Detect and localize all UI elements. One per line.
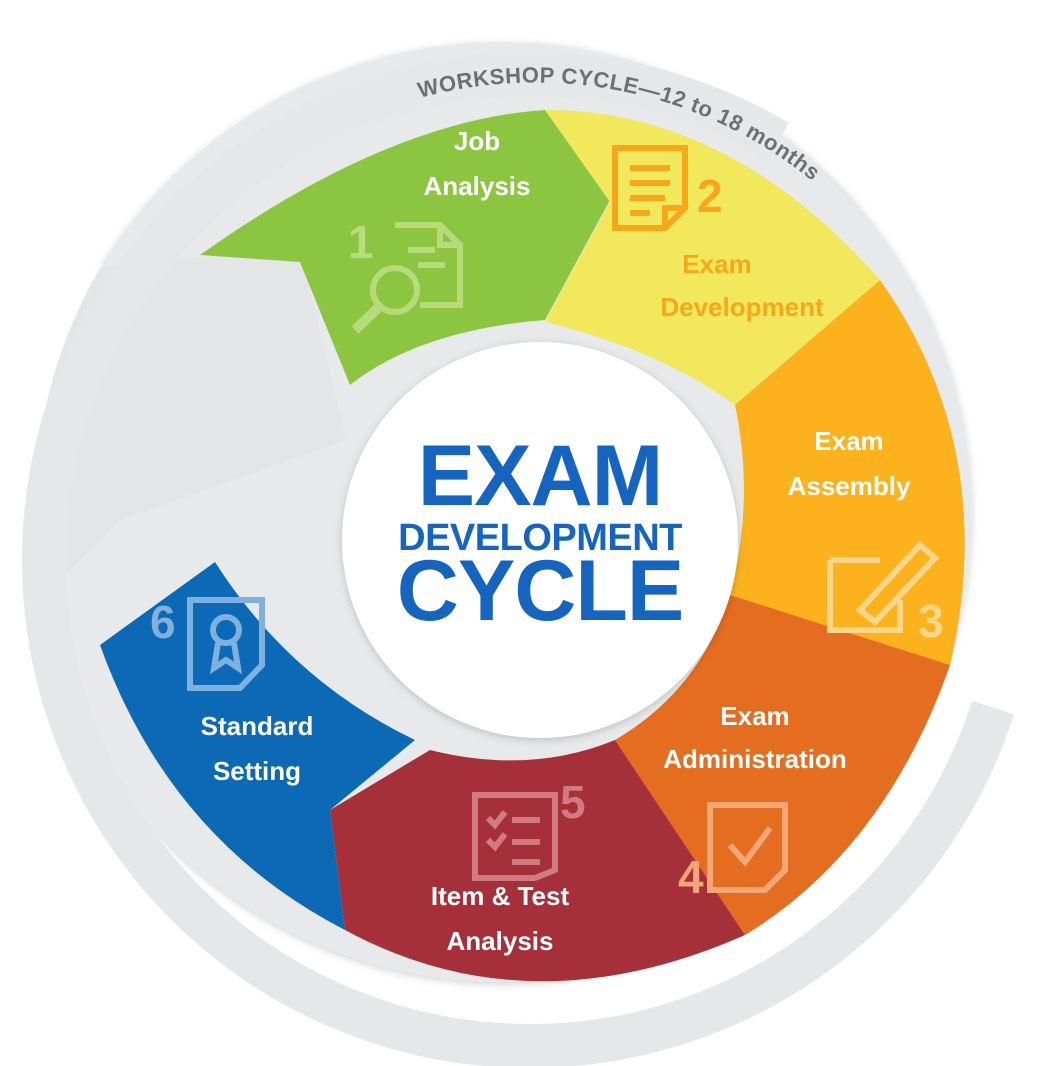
step-label-4-line2: Administration (663, 744, 846, 774)
magnifier-document-icon (351, 222, 463, 334)
certificate-document-icon (187, 597, 265, 691)
step-label-3-line2: Assembly (788, 471, 911, 501)
center-circle (342, 342, 738, 738)
step-label-1-line1: Job (454, 126, 500, 156)
step-label-2-line2: Development (660, 292, 824, 322)
step-label-5-line1: Item & Test (431, 881, 570, 911)
step-number-3: 3 (918, 595, 944, 647)
step-label-3-line1: Exam (814, 426, 883, 456)
segment-job-analysis (200, 110, 610, 385)
step-number-6: 6 (150, 596, 176, 648)
checkmark-document-icon (707, 802, 788, 893)
step-number-5: 5 (560, 776, 586, 828)
step-number-4: 4 (678, 851, 704, 903)
step-label-6-line2: Setting (213, 756, 301, 786)
step-label-5-line2: Analysis (447, 926, 554, 956)
step-label-2-line1: Exam (682, 249, 751, 279)
segment-exam-administration (615, 595, 950, 935)
step-label-1-line2: Analysis (424, 171, 531, 201)
step-number-2: 2 (697, 170, 723, 222)
segment-standard-setting (100, 562, 415, 930)
segment-exam-development (545, 110, 880, 405)
document-icon (612, 145, 688, 231)
pencil-document-icon (827, 540, 940, 633)
checklist-document-icon (472, 792, 558, 881)
center-title-line3: CYCLE (397, 543, 683, 639)
segment-exam-assembly (730, 280, 965, 665)
ring-base (22, 52, 1038, 1066)
center-title-line1: EXAM (418, 428, 662, 524)
center-title-line2: DEVELOPMENT (398, 517, 682, 559)
step-label-4-line1: Exam (720, 701, 789, 731)
step-label-6-line1: Standard (201, 711, 314, 741)
step-number-1: 1 (348, 216, 374, 268)
